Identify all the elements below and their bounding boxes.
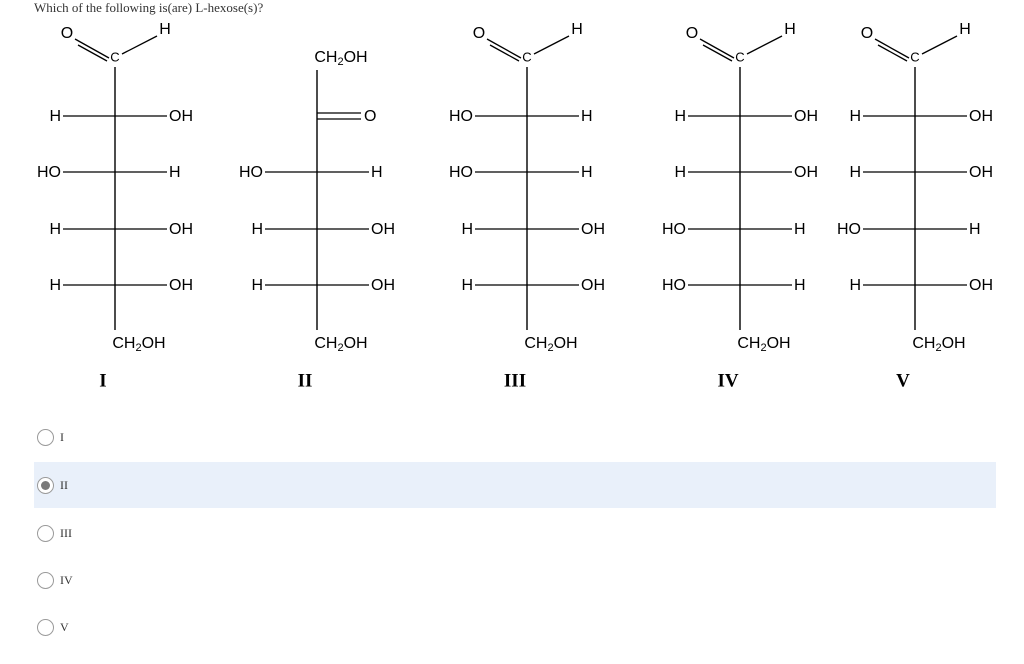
structure-label: V <box>896 370 910 391</box>
left-substituent: H <box>251 221 263 238</box>
bottom-ch2oh: CH2OH <box>314 335 367 354</box>
bottom-ch2oh: CH2OH <box>112 335 165 354</box>
top-ch2oh: CH2OH <box>314 49 367 68</box>
left-substituent: H <box>674 164 686 181</box>
answer-option-iv[interactable]: IV <box>34 557 996 603</box>
answer-option-v[interactable]: V <box>34 604 996 650</box>
right-substituent: OH <box>969 164 993 181</box>
left-substituent: H <box>674 108 686 125</box>
aldehyde-ch-bond <box>746 35 783 55</box>
carbonyl-bond-1 <box>74 38 110 59</box>
structure-label: III <box>504 370 526 391</box>
radio-button[interactable] <box>37 524 54 542</box>
aldehyde-hydrogen: H <box>571 21 583 38</box>
option-label: I <box>60 429 64 444</box>
carbonyl-bond-2 <box>877 44 908 62</box>
carbonyl-bond-1 <box>874 38 910 59</box>
right-substituent: OH <box>969 277 993 294</box>
left-substituent: H <box>251 277 263 294</box>
right-substituent: H <box>794 221 806 238</box>
left-substituent: H <box>49 108 61 125</box>
bottom-ch2oh: CH2OH <box>912 335 965 354</box>
right-substituent: OH <box>371 277 395 294</box>
aldehyde-oxygen: O <box>473 25 485 42</box>
aldehyde-hydrogen: H <box>959 21 971 38</box>
bottom-ch2oh: CH2OH <box>737 335 790 354</box>
right-substituent: H <box>169 164 181 181</box>
right-substituent: H <box>581 108 593 125</box>
left-substituent: HO <box>239 164 263 181</box>
aldehyde-carbon: C <box>522 49 531 64</box>
right-substituent: H <box>794 277 806 294</box>
left-substituent: H <box>849 164 861 181</box>
right-substituent: OH <box>581 221 605 238</box>
aldehyde-oxygen: O <box>61 25 73 42</box>
answer-option-iii[interactable]: III <box>34 510 996 556</box>
structure-label: I <box>99 370 106 391</box>
aldehyde-carbon: C <box>910 49 919 64</box>
right-substituent: OH <box>169 221 193 238</box>
left-substituent: HO <box>37 164 61 181</box>
left-substituent: H <box>461 221 473 238</box>
answer-option-ii[interactable]: II <box>34 462 996 508</box>
option-label: III <box>60 525 72 540</box>
aldehyde-carbon: C <box>110 49 119 64</box>
aldehyde-ch-bond <box>921 35 958 55</box>
answer-option-i[interactable]: I <box>34 414 996 460</box>
aldehyde-ch-bond <box>533 35 570 55</box>
right-substituent: OH <box>969 108 993 125</box>
carbonyl-bond-2 <box>77 44 108 62</box>
left-substituent: HO <box>662 221 686 238</box>
aldehyde-oxygen: O <box>861 25 873 42</box>
left-substituent: HO <box>837 221 861 238</box>
left-substituent: HO <box>449 164 473 181</box>
radio-button[interactable] <box>37 476 54 494</box>
carbonyl-bond-1 <box>486 38 522 59</box>
left-substituent: HO <box>662 277 686 294</box>
right-substituent: H <box>371 164 383 181</box>
right-substituent: OH <box>581 277 605 294</box>
aldehyde-hydrogen: H <box>159 21 171 38</box>
right-substituent: H <box>969 221 981 238</box>
question-text: Which of the following is(are) L-hexose(… <box>34 0 264 15</box>
ketone-oxygen: O <box>364 108 376 125</box>
aldehyde-ch-bond <box>121 35 158 55</box>
right-substituent: OH <box>371 221 395 238</box>
left-substituent: H <box>849 108 861 125</box>
carbonyl-bond-2 <box>702 44 733 62</box>
left-substituent: H <box>49 277 61 294</box>
left-substituent: H <box>849 277 861 294</box>
radio-button[interactable] <box>37 618 54 636</box>
carbonyl-bond-2 <box>489 44 520 62</box>
aldehyde-oxygen: O <box>686 25 698 42</box>
right-substituent: OH <box>794 164 818 181</box>
option-label: V <box>60 619 69 634</box>
right-substituent: OH <box>794 108 818 125</box>
structure-label: IV <box>717 370 738 391</box>
option-label: IV <box>60 572 73 587</box>
carbonyl-bond-1 <box>699 38 735 59</box>
aldehyde-hydrogen: H <box>784 21 796 38</box>
radio-button[interactable] <box>37 428 54 446</box>
structure-label: II <box>298 370 313 391</box>
right-substituent: H <box>581 164 593 181</box>
option-label: II <box>60 477 68 492</box>
right-substituent: OH <box>169 108 193 125</box>
radio-button[interactable] <box>37 571 54 589</box>
aldehyde-carbon: C <box>735 49 744 64</box>
bottom-ch2oh: CH2OH <box>524 335 577 354</box>
right-substituent: OH <box>169 277 193 294</box>
left-substituent: HO <box>449 108 473 125</box>
left-substituent: H <box>461 277 473 294</box>
left-substituent: H <box>49 221 61 238</box>
